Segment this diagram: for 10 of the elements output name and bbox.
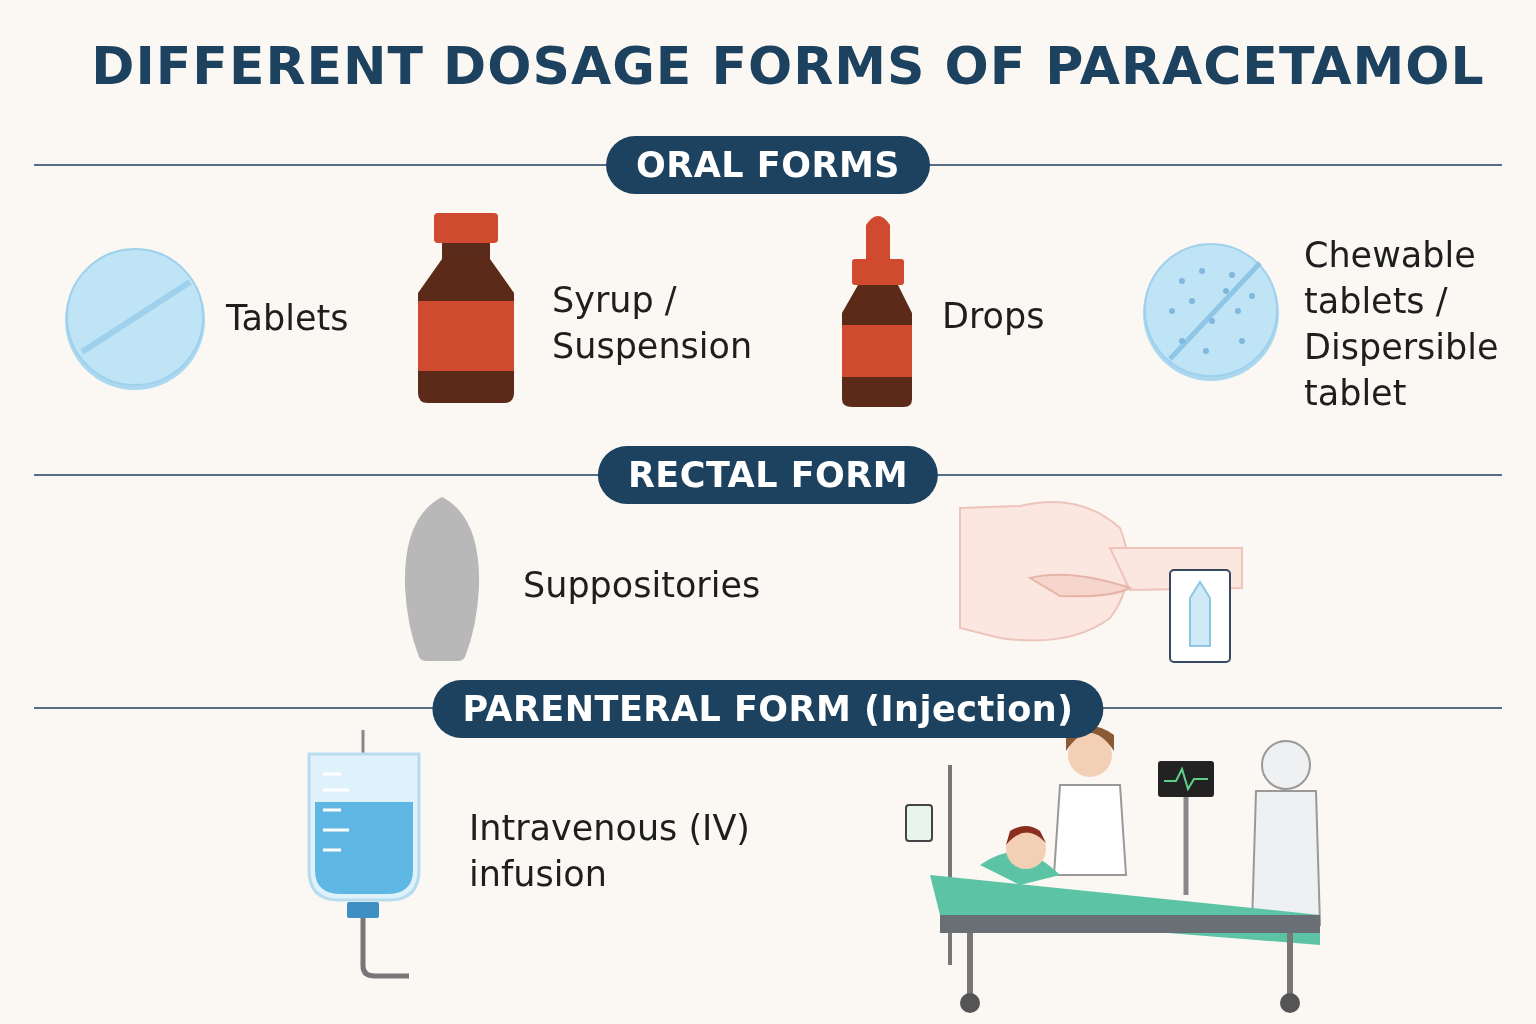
- form-label: Tablets: [226, 297, 350, 340]
- form-label: Drops: [942, 295, 1046, 338]
- form-label: Suppositories: [523, 564, 762, 607]
- form-label: Syrup / Suspension: [552, 279, 754, 368]
- section-header: RECTAL FORM: [597, 446, 939, 504]
- section-header: PARENTERAL FORM (Injection): [432, 680, 1104, 738]
- section-header: ORAL FORMS: [606, 136, 930, 194]
- form-label: Chewable tablets / Dispersible tablet: [1304, 234, 1500, 415]
- form-label: Intravenous (IV) infusion: [469, 807, 752, 896]
- title: DIFFERENT DOSAGE FORMS OF PARACETAMOL: [90, 36, 1486, 96]
